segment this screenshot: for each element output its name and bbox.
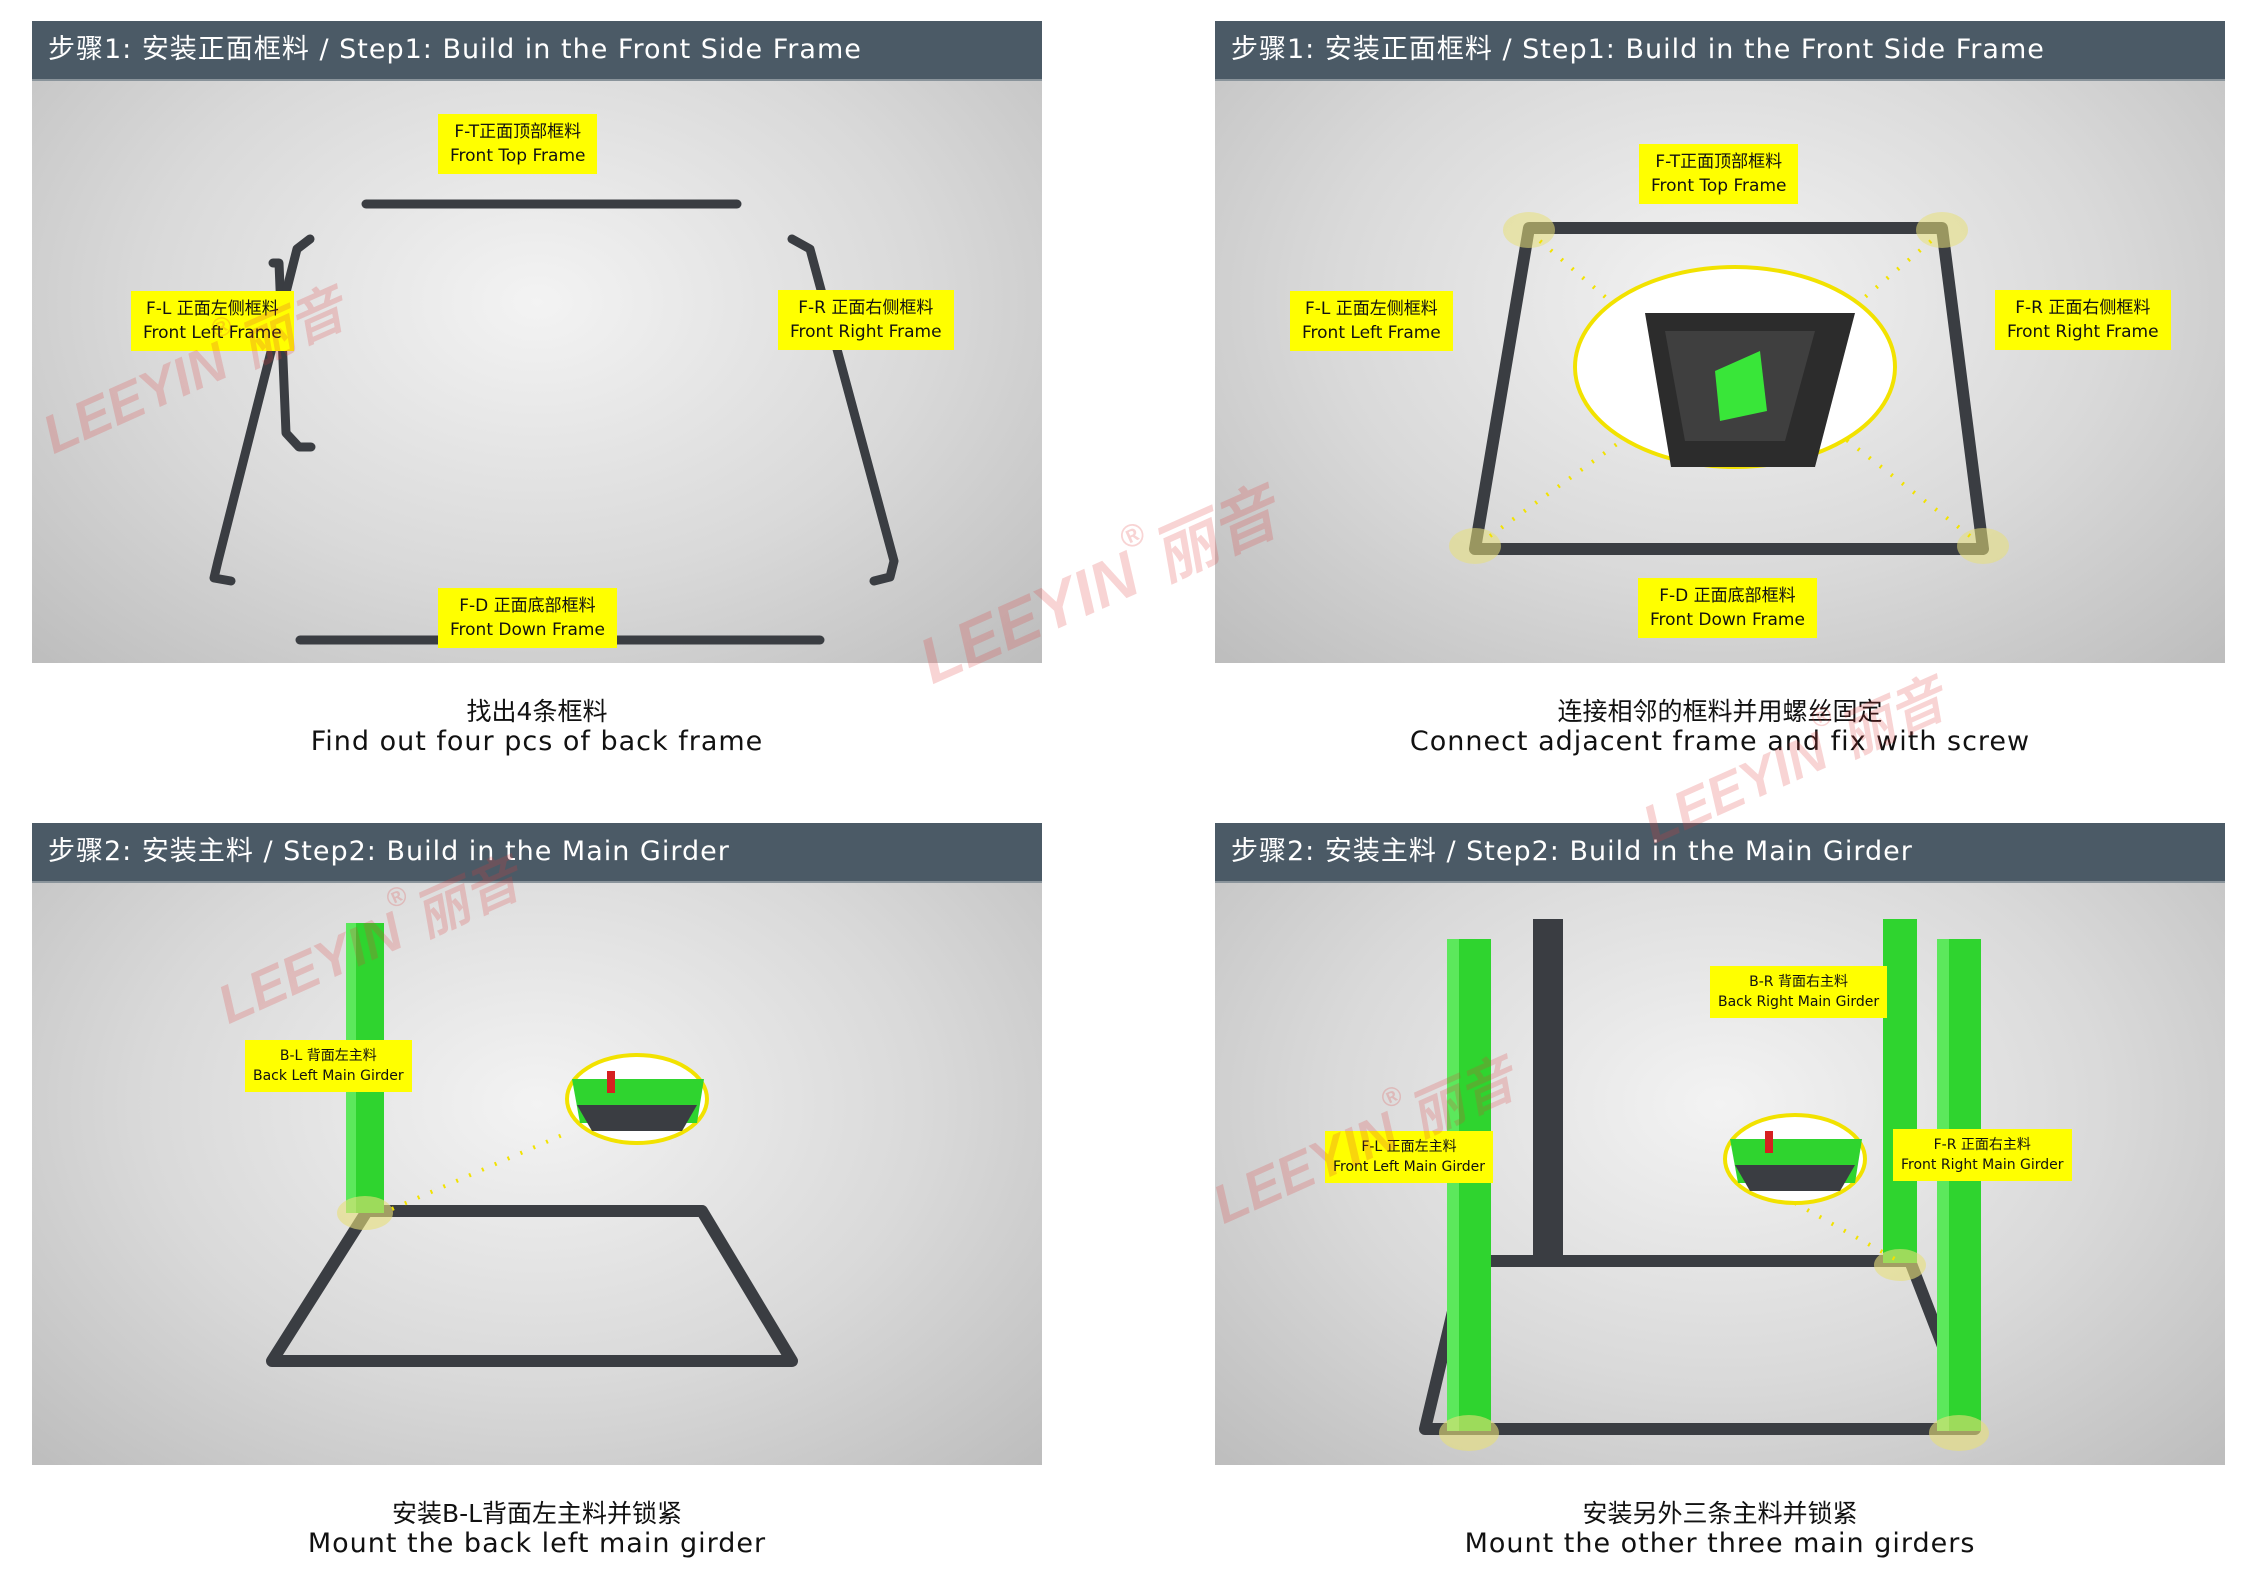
step1-find-frames-panel: 步骤1: 安装正面框料 / Step1: Build in the Front … bbox=[32, 21, 1042, 757]
panel-header: 步骤2: 安装主料 / Step2: Build in the Main Gir… bbox=[32, 823, 1042, 881]
step2-three-girders-panel: 步骤2: 安装主料 / Step2: Build in the Main Gir… bbox=[1215, 823, 2225, 1559]
assembled-frame-illustration bbox=[1449, 212, 2009, 564]
step2-back-left-girder-panel: 步骤2: 安装主料 / Step2: Build in the Main Gir… bbox=[32, 823, 1042, 1559]
corner-detail-zoom bbox=[1723, 1113, 1867, 1205]
panel-header: 步骤1: 安装正面框料 / Step1: Build in the Front … bbox=[1215, 21, 2225, 79]
step-caption: 安装B-L背面左主料并锁紧 Mount the back left main g… bbox=[307, 1499, 767, 1559]
step-caption: 找出4条框料 Find out four pcs of back frame bbox=[310, 697, 764, 757]
joint-detail-zoom bbox=[1573, 265, 1897, 469]
panel-header: 步骤2: 安装主料 / Step2: Build in the Main Gir… bbox=[1215, 823, 2225, 881]
back-left-girder-illustration bbox=[266, 923, 798, 1367]
step-caption: 安装另外三条主料并锁紧 Mount the other three main g… bbox=[1464, 1499, 1976, 1559]
step-caption: 连接相邻的框料并用螺丝固定 Connect adjacent frame and… bbox=[1409, 697, 2031, 757]
corner-detail-zoom bbox=[565, 1053, 709, 1145]
panel-header: 步骤1: 安装正面框料 / Step1: Build in the Front … bbox=[32, 21, 1042, 79]
step1-connect-frames-panel: 步骤1: 安装正面框料 / Step1: Build in the Front … bbox=[1215, 21, 2225, 757]
three-girders-illustration bbox=[1419, 919, 1989, 1451]
